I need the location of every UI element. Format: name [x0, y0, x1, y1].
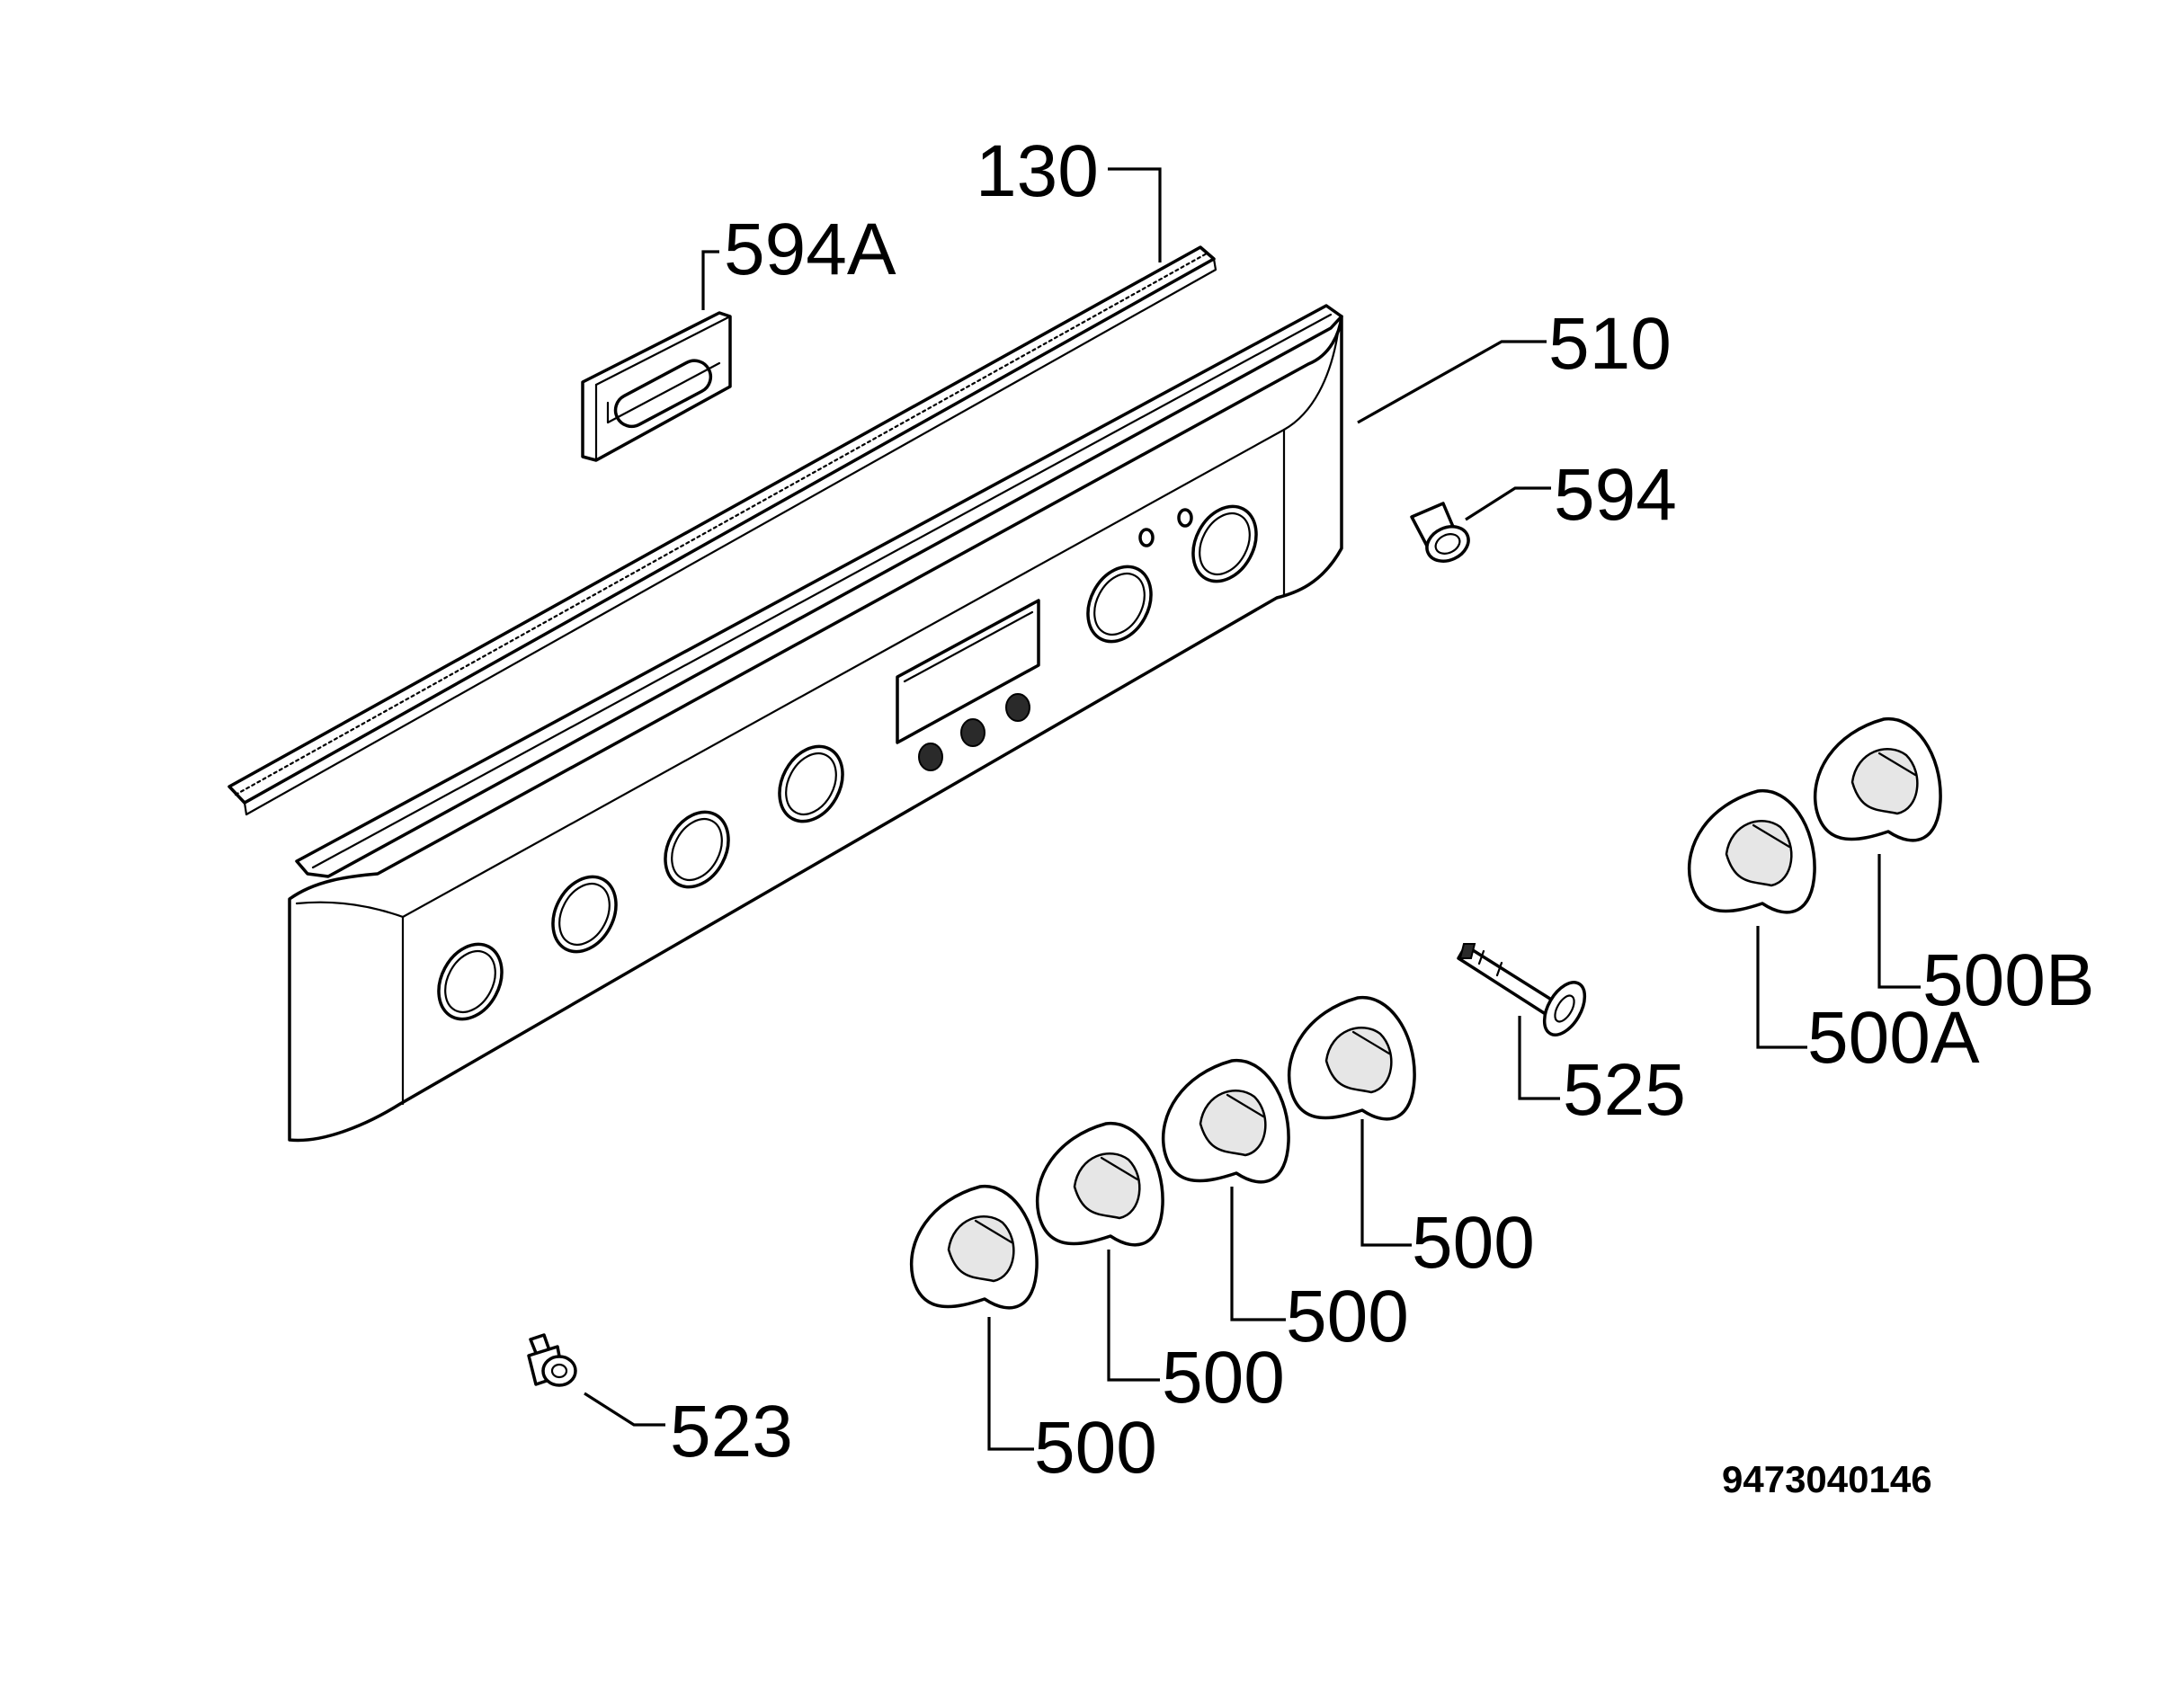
callout-500-3: 500 — [1286, 1276, 1409, 1357]
callout-500-4: 500 — [1412, 1202, 1535, 1284]
callout-500a: 500A — [1807, 997, 1980, 1079]
indicator-lamp-594 — [1410, 502, 1470, 563]
callout-500b: 500B — [1922, 939, 2095, 1021]
callout-523: 523 — [670, 1391, 793, 1472]
callout-500-2: 500 — [1162, 1337, 1285, 1419]
knob-500-2 — [1036, 1122, 1164, 1247]
seal-strip-130 — [227, 245, 1217, 816]
bracket-594a — [581, 311, 732, 462]
callout-525: 525 — [1563, 1049, 1686, 1131]
callout-500-1: 500 — [1034, 1407, 1157, 1489]
callout-510: 510 — [1548, 303, 1672, 385]
knob-500-4 — [1288, 996, 1416, 1121]
knob-500b — [1814, 717, 1942, 842]
knob-500-3 — [1162, 1059, 1290, 1184]
callout-130: 130 — [976, 130, 1099, 212]
knob-500-1 — [910, 1185, 1039, 1310]
callout-594a: 594A — [724, 209, 896, 290]
leader-lines — [584, 167, 1921, 1451]
callout-594: 594 — [1554, 454, 1677, 536]
control-panel-510 — [288, 304, 1343, 1143]
diagram-reference-number: 9473040146 — [1722, 1458, 1932, 1500]
spindle-525 — [1457, 943, 1587, 1036]
screw-523 — [527, 1333, 577, 1387]
knob-500a — [1688, 789, 1816, 914]
